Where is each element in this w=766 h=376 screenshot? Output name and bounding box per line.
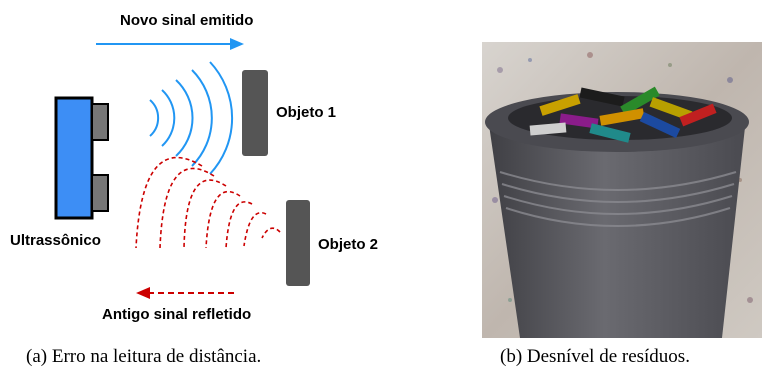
reflected-wave-arcs: [135, 156, 281, 249]
ultrasonic-diagram: [54, 38, 310, 299]
new-signal-label: Novo sinal emitido: [120, 12, 254, 29]
new-signal-arrowhead: [230, 38, 244, 50]
wall-speckles: [492, 52, 753, 303]
object-2-shape: [286, 200, 310, 286]
sensor-transducer-bottom: [91, 174, 109, 212]
old-signal-arrowhead: [136, 287, 150, 299]
bin-ridges: [499, 171, 737, 227]
figure-b-caption: (b) Desnível de resíduos.: [500, 346, 690, 367]
bin-body: [488, 118, 746, 338]
object-2-label: Objeto 2: [318, 236, 379, 253]
figure-b-photo: (b) Desnível de resíduos.: [440, 0, 766, 376]
battery-pile: [508, 86, 732, 143]
object-1-shape: [242, 70, 268, 156]
ultrasonic-sensor-body: [54, 96, 94, 220]
sensor-transducer-top: [91, 103, 109, 141]
emitted-wave-arcs: [149, 61, 234, 175]
figure-a-diagram: Novo sinal emitido Objeto 1 Objeto 2 Ult…: [10, 12, 379, 367]
object-1-label: Objeto 1: [276, 104, 337, 121]
sensor-label: Ultrassônico: [10, 232, 101, 249]
old-signal-label: Antigo sinal refletido: [102, 306, 252, 323]
battery-bin-photo: [482, 42, 762, 338]
figure-a-caption: (a) Erro na leitura de distância.: [26, 346, 262, 367]
